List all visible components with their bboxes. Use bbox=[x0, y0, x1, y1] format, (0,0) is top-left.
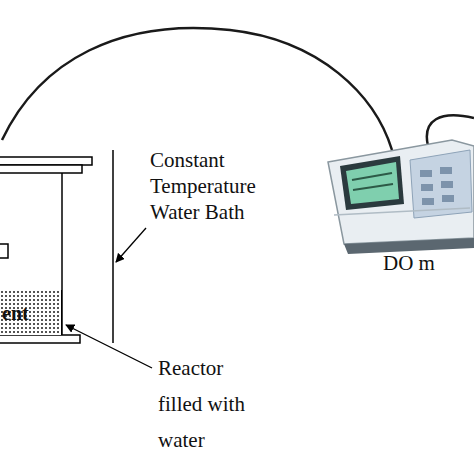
reactor-lid bbox=[0, 157, 92, 165]
meter-label: DO m bbox=[383, 250, 463, 276]
bath-label: Constant Temperature Water Bath bbox=[150, 147, 275, 225]
reactor-base bbox=[0, 335, 80, 343]
water-bath-wall bbox=[112, 150, 114, 343]
do-meter-illustration bbox=[328, 140, 474, 254]
reactor-lid bbox=[0, 165, 82, 173]
sediment-layer: ent bbox=[0, 290, 62, 335]
probe-cable bbox=[2, 28, 392, 150]
do-probe bbox=[0, 244, 8, 258]
leader-arrow bbox=[116, 228, 146, 262]
leader-arrow bbox=[66, 325, 152, 368]
reactor-label: Reactor filled with water bbox=[158, 350, 263, 458]
node-text: ent bbox=[0, 303, 61, 323]
